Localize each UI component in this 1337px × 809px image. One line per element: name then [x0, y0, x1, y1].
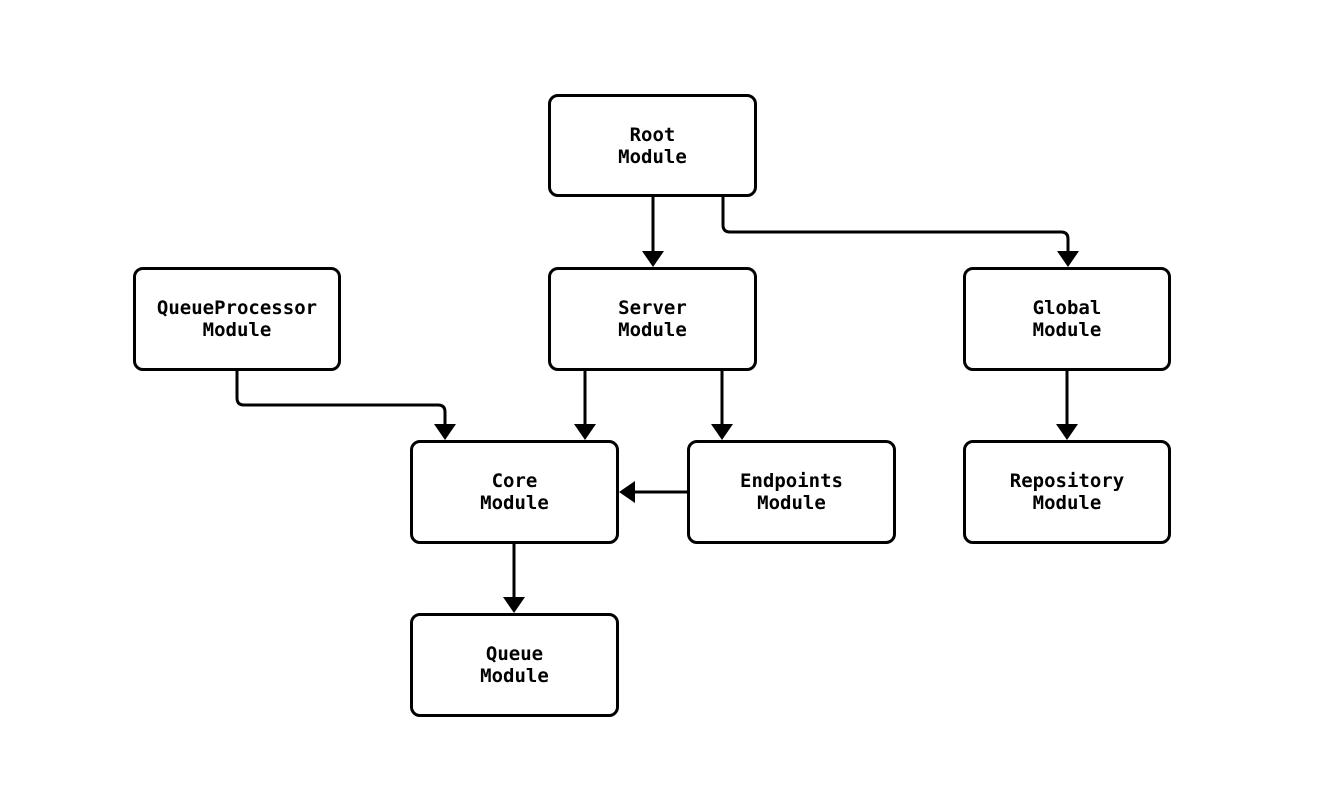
node-repository-module-label: Repository Module [1009, 470, 1125, 514]
node-queueprocessor-module: QueueProcessor Module [133, 267, 341, 371]
node-core-module: Core Module [410, 440, 619, 544]
node-core-module-label: Core Module [480, 470, 549, 514]
node-root-module-label: Root Module [618, 123, 687, 168]
node-global-module: Global Module [963, 267, 1171, 371]
node-endpoints-module-label: Endpoints Module [740, 470, 843, 514]
node-queueprocessor-module-label: QueueProcessor Module [156, 297, 318, 341]
node-root-module: Root Module [548, 94, 757, 197]
edge-root-to-global [721, 197, 1079, 267]
node-queue-module: Queue Module [410, 613, 619, 717]
node-global-module-label: Global Module [1032, 297, 1102, 341]
node-repository-module: Repository Module [963, 440, 1171, 544]
node-server-module: Server Module [548, 267, 757, 371]
node-endpoints-module: Endpoints Module [687, 440, 896, 544]
edge-queueprocessor-to-core [235, 371, 456, 440]
node-server-module-label: Server Module [618, 297, 687, 341]
node-queue-module-label: Queue Module [480, 643, 549, 687]
